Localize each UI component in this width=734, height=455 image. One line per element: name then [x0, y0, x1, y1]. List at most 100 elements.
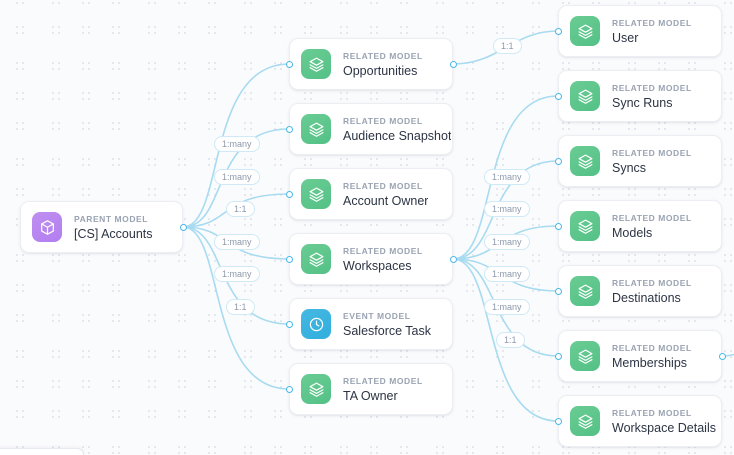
- node-name-label: Memberships: [612, 355, 688, 370]
- node-name-label: Workspaces: [343, 258, 412, 273]
- edge-badge-cardinality[interactable]: 1:1: [493, 38, 522, 54]
- node-name-label: Syncs: [612, 160, 647, 175]
- node-kind-label: RELATED MODEL: [343, 245, 423, 256]
- port-parent-out[interactable]: [180, 224, 187, 231]
- edge-badge-cardinality[interactable]: 1:1: [226, 299, 255, 315]
- node-workspace-details[interactable]: RELATED MODEL Workspace Details: [558, 395, 722, 447]
- layers-icon: [301, 244, 331, 274]
- node-name-label: Salesforce Task: [343, 323, 432, 338]
- port-syncs-in[interactable]: [555, 158, 562, 165]
- layers-icon: [570, 276, 600, 306]
- layers-icon: [570, 16, 600, 46]
- edge-badge-cardinality[interactable]: 1:many: [484, 169, 530, 185]
- node-kind-label: RELATED MODEL: [612, 277, 692, 288]
- port-audience-snapshot-in[interactable]: [286, 126, 293, 133]
- clock-icon: [301, 309, 331, 339]
- node-text: RELATED MODEL Workspace Details: [612, 407, 716, 436]
- canvas-bottom-panel[interactable]: [0, 448, 84, 455]
- node-ta-owner[interactable]: RELATED MODEL TA Owner: [289, 363, 453, 415]
- node-text: RELATED MODEL Sync Runs: [612, 82, 692, 111]
- node-parent-model[interactable]: PARENT MODEL [CS] Accounts: [20, 201, 183, 253]
- node-text: EVENT MODEL Salesforce Task: [343, 310, 431, 339]
- node-syncs[interactable]: RELATED MODEL Syncs: [558, 135, 722, 187]
- node-salesforce-task[interactable]: EVENT MODEL Salesforce Task: [289, 298, 453, 350]
- node-kind-label: RELATED MODEL: [343, 375, 423, 386]
- node-kind-label: PARENT MODEL: [74, 213, 148, 224]
- port-opportunities-in[interactable]: [286, 61, 293, 68]
- port-models-in[interactable]: [555, 223, 562, 230]
- edge-badge-cardinality[interactable]: 1:many: [484, 234, 530, 250]
- node-text: RELATED MODEL Opportunities: [343, 50, 423, 79]
- node-kind-label: EVENT MODEL: [343, 310, 411, 321]
- edge-badge-cardinality[interactable]: 1:many: [484, 266, 530, 282]
- layers-icon: [570, 211, 600, 241]
- node-text: RELATED MODEL Account Owner: [343, 180, 428, 209]
- port-ta-owner-in[interactable]: [286, 386, 293, 393]
- edge-badge-cardinality[interactable]: 1:many: [484, 201, 530, 217]
- node-name-label: User: [612, 30, 639, 45]
- node-text: RELATED MODEL Destinations: [612, 277, 692, 306]
- node-name-label: Sync Runs: [612, 95, 673, 110]
- port-opportunities-out[interactable]: [450, 61, 457, 68]
- node-text: RELATED MODEL Syncs: [612, 147, 692, 176]
- port-memberships-out[interactable]: [719, 353, 726, 360]
- node-destinations[interactable]: RELATED MODEL Destinations: [558, 265, 722, 317]
- node-name-label: Destinations: [612, 290, 681, 305]
- port-destinations-in[interactable]: [555, 288, 562, 295]
- layers-icon: [301, 49, 331, 79]
- node-name-label: Audience Snapshot: [343, 128, 452, 143]
- port-workspaces-in[interactable]: [286, 256, 293, 263]
- layers-icon: [301, 114, 331, 144]
- node-kind-label: RELATED MODEL: [612, 212, 692, 223]
- node-kind-label: RELATED MODEL: [612, 147, 692, 158]
- node-kind-label: RELATED MODEL: [612, 17, 692, 28]
- node-sync-runs[interactable]: RELATED MODEL Sync Runs: [558, 70, 722, 122]
- node-name-label: Opportunities: [343, 63, 418, 78]
- node-audience-snapshot[interactable]: RELATED MODEL Audience Snapshot: [289, 103, 453, 155]
- layers-icon: [570, 146, 600, 176]
- port-user-in[interactable]: [555, 28, 562, 35]
- edge-badge-cardinality[interactable]: 1:many: [484, 299, 530, 315]
- layers-icon: [570, 406, 600, 436]
- port-sync-runs-in[interactable]: [555, 93, 562, 100]
- layers-icon: [570, 81, 600, 111]
- node-opportunities[interactable]: RELATED MODEL Opportunities: [289, 38, 453, 90]
- node-name-label: [CS] Accounts: [74, 226, 153, 241]
- layers-icon: [301, 179, 331, 209]
- port-memberships-in[interactable]: [555, 353, 562, 360]
- node-name-label: Workspace Details: [612, 420, 716, 435]
- node-name-label: TA Owner: [343, 388, 398, 403]
- node-kind-label: RELATED MODEL: [343, 50, 423, 61]
- edge-badge-cardinality[interactable]: 1:many: [214, 234, 260, 250]
- node-text: RELATED MODEL Workspaces: [343, 245, 423, 274]
- edge-badge-cardinality[interactable]: 1:many: [214, 169, 260, 185]
- edge-badge-cardinality[interactable]: 1:1: [226, 201, 255, 217]
- node-name-label: Models: [612, 225, 653, 240]
- layers-icon: [301, 374, 331, 404]
- port-workspaces-out[interactable]: [450, 256, 457, 263]
- edge-badge-cardinality[interactable]: 1:many: [214, 136, 260, 152]
- node-memberships[interactable]: RELATED MODEL Memberships: [558, 330, 722, 382]
- node-models[interactable]: RELATED MODEL Models: [558, 200, 722, 252]
- layers-icon: [570, 341, 600, 371]
- node-kind-label: RELATED MODEL: [343, 180, 423, 191]
- node-text: RELATED MODEL TA Owner: [343, 375, 423, 404]
- edge-badge-cardinality[interactable]: 1:many: [214, 266, 260, 282]
- node-kind-label: RELATED MODEL: [343, 115, 423, 126]
- cube-icon: [32, 212, 62, 242]
- node-parent-text: PARENT MODEL [CS] Accounts: [74, 213, 153, 242]
- port-account-owner-in[interactable]: [286, 191, 293, 198]
- node-user[interactable]: RELATED MODEL User: [558, 5, 722, 57]
- port-salesforce-task-in[interactable]: [286, 321, 293, 328]
- node-text: RELATED MODEL Audience Snapshot: [343, 115, 451, 144]
- node-text: RELATED MODEL Memberships: [612, 342, 692, 371]
- node-text: RELATED MODEL Models: [612, 212, 692, 241]
- node-account-owner[interactable]: RELATED MODEL Account Owner: [289, 168, 453, 220]
- edge-badge-cardinality[interactable]: 1:1: [496, 332, 525, 348]
- port-workspace-details-in[interactable]: [555, 418, 562, 425]
- node-workspaces[interactable]: RELATED MODEL Workspaces: [289, 233, 453, 285]
- node-kind-label: RELATED MODEL: [612, 407, 692, 418]
- node-name-label: Account Owner: [343, 193, 429, 208]
- node-kind-label: RELATED MODEL: [612, 82, 692, 93]
